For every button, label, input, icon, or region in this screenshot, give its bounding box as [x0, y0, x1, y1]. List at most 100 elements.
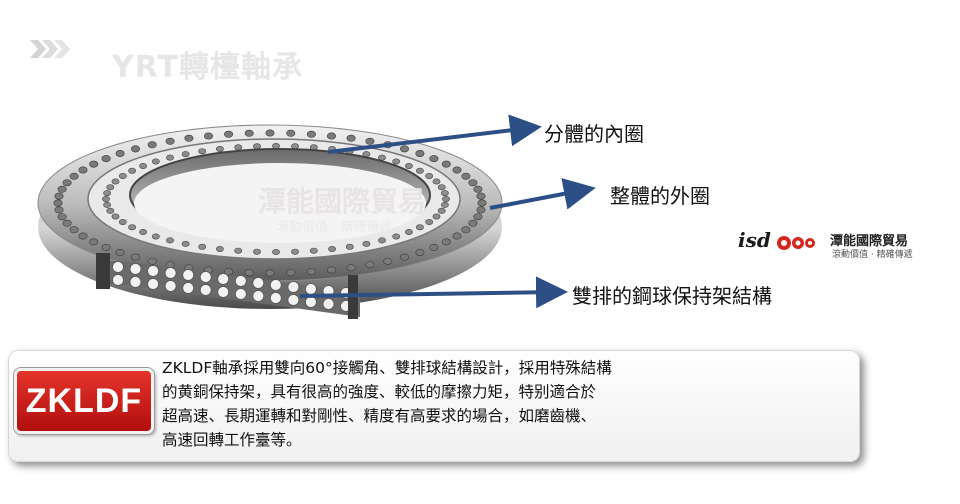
steel-ball — [252, 277, 265, 289]
steel-ball — [112, 261, 124, 273]
mounting-hole — [309, 247, 318, 254]
mounting-hole — [57, 213, 67, 221]
mounting-hole — [103, 190, 111, 197]
mounting-hole — [399, 253, 409, 261]
mounting-hole — [365, 137, 375, 145]
mounting-hole — [441, 160, 451, 168]
mounting-hole — [204, 132, 214, 140]
mounting-hole — [139, 229, 147, 236]
steel-ball — [217, 273, 230, 285]
mounting-hole — [442, 196, 450, 203]
mounting-hole — [103, 201, 111, 208]
mounting-hole — [215, 246, 224, 253]
mounting-hole — [128, 224, 136, 231]
mounting-hole — [131, 253, 141, 261]
mounting-hole — [392, 158, 401, 165]
mounting-hole — [106, 207, 115, 214]
callout-arrow-ball-cage — [299, 276, 568, 309]
callout-label-outer-ring: 整體的外圈 — [610, 184, 710, 208]
mounting-hole — [378, 237, 386, 244]
mounting-hole — [326, 132, 336, 140]
page-title: YRT轉檯軸承 — [112, 50, 303, 85]
mounting-hole — [272, 249, 280, 256]
mounting-hole — [432, 178, 441, 185]
mounting-hole — [415, 224, 424, 231]
steel-ball — [129, 276, 142, 288]
callout-arrow-inner-ring — [327, 114, 542, 154]
mounting-hole — [118, 219, 127, 226]
mounting-hole — [461, 226, 471, 234]
mounting-hole — [69, 226, 79, 234]
steel-ball — [269, 292, 282, 304]
mounting-hole — [429, 243, 439, 251]
steel-ball — [164, 267, 177, 279]
mounting-hole — [437, 184, 446, 191]
callout-arrow-outer-ring — [489, 178, 596, 210]
logo-slogan: 滾動價值 · 精確傳遞 — [832, 250, 913, 260]
steel-ball — [147, 278, 159, 290]
mounting-hole — [102, 196, 110, 203]
logo-mark: isd — [738, 228, 771, 252]
mounting-hole — [62, 219, 72, 227]
mounting-hole — [425, 219, 434, 226]
mounting-hole — [181, 151, 190, 158]
mounting-hole — [440, 190, 449, 197]
mounting-hole — [111, 178, 120, 185]
mounting-hole — [441, 238, 451, 246]
mounting-hole — [115, 249, 125, 257]
mounting-hole — [101, 155, 111, 163]
steel-ball — [287, 281, 300, 293]
mounting-hole — [452, 166, 462, 174]
watermark-slogan: 滾動價值 · 精確傳遞 — [276, 220, 393, 235]
mounting-hole — [415, 167, 424, 174]
mounting-hole — [166, 154, 174, 161]
steel-ball — [269, 279, 282, 291]
mounting-hole — [118, 173, 127, 180]
mounting-hole — [473, 213, 483, 221]
mounting-hole — [115, 149, 125, 157]
mounting-hole — [62, 179, 72, 187]
mounting-hole — [198, 148, 207, 155]
mounting-hole — [404, 229, 413, 236]
mounting-hole — [437, 207, 446, 214]
description-line: 高速回轉工作臺等。 — [162, 431, 302, 449]
steel-ball — [147, 265, 159, 277]
mounting-hole — [440, 201, 449, 208]
steel-ball — [287, 294, 300, 306]
brand-badge-text: ZKLDF — [25, 381, 143, 420]
callout-label-ball-cage: 雙排的鋼球保持架結構 — [572, 284, 772, 308]
mounting-hole — [224, 268, 234, 276]
mounting-hole — [452, 232, 462, 240]
mounting-hole — [57, 185, 67, 193]
mounting-hole — [181, 240, 190, 247]
description-line: ZKLDF軸承採用雙向60°接觸角、雙排球結構設計，採用特殊結構 — [162, 359, 612, 377]
mounting-hole — [166, 237, 174, 244]
mounting-hole — [328, 246, 336, 253]
mounting-hole — [306, 268, 316, 276]
mounting-hole — [346, 134, 356, 142]
mounting-hole — [165, 137, 175, 145]
mounting-hole — [139, 163, 147, 170]
gear-icon — [776, 235, 815, 250]
callout-label-inner-ring: 分體的內圈 — [544, 122, 644, 146]
mounting-holes-inner — [102, 142, 450, 256]
steel-ball — [217, 286, 230, 298]
mounting-hole — [345, 243, 354, 250]
mounting-hole — [265, 129, 275, 137]
mounting-hole — [101, 243, 111, 251]
mounting-hole — [476, 206, 486, 214]
mounting-hole — [425, 173, 434, 180]
steel-ball — [182, 269, 195, 281]
mounting-hole — [362, 240, 371, 247]
steel-ball — [164, 280, 177, 292]
steel-ball — [234, 288, 247, 300]
mounting-hole — [224, 130, 234, 138]
mounting-hole — [147, 141, 157, 149]
mounting-hole — [346, 264, 356, 272]
steel-ball — [252, 290, 265, 302]
mounting-hole — [399, 145, 409, 153]
mounting-hole — [106, 184, 115, 191]
mounting-hole — [365, 261, 375, 269]
mounting-hole — [244, 269, 254, 277]
